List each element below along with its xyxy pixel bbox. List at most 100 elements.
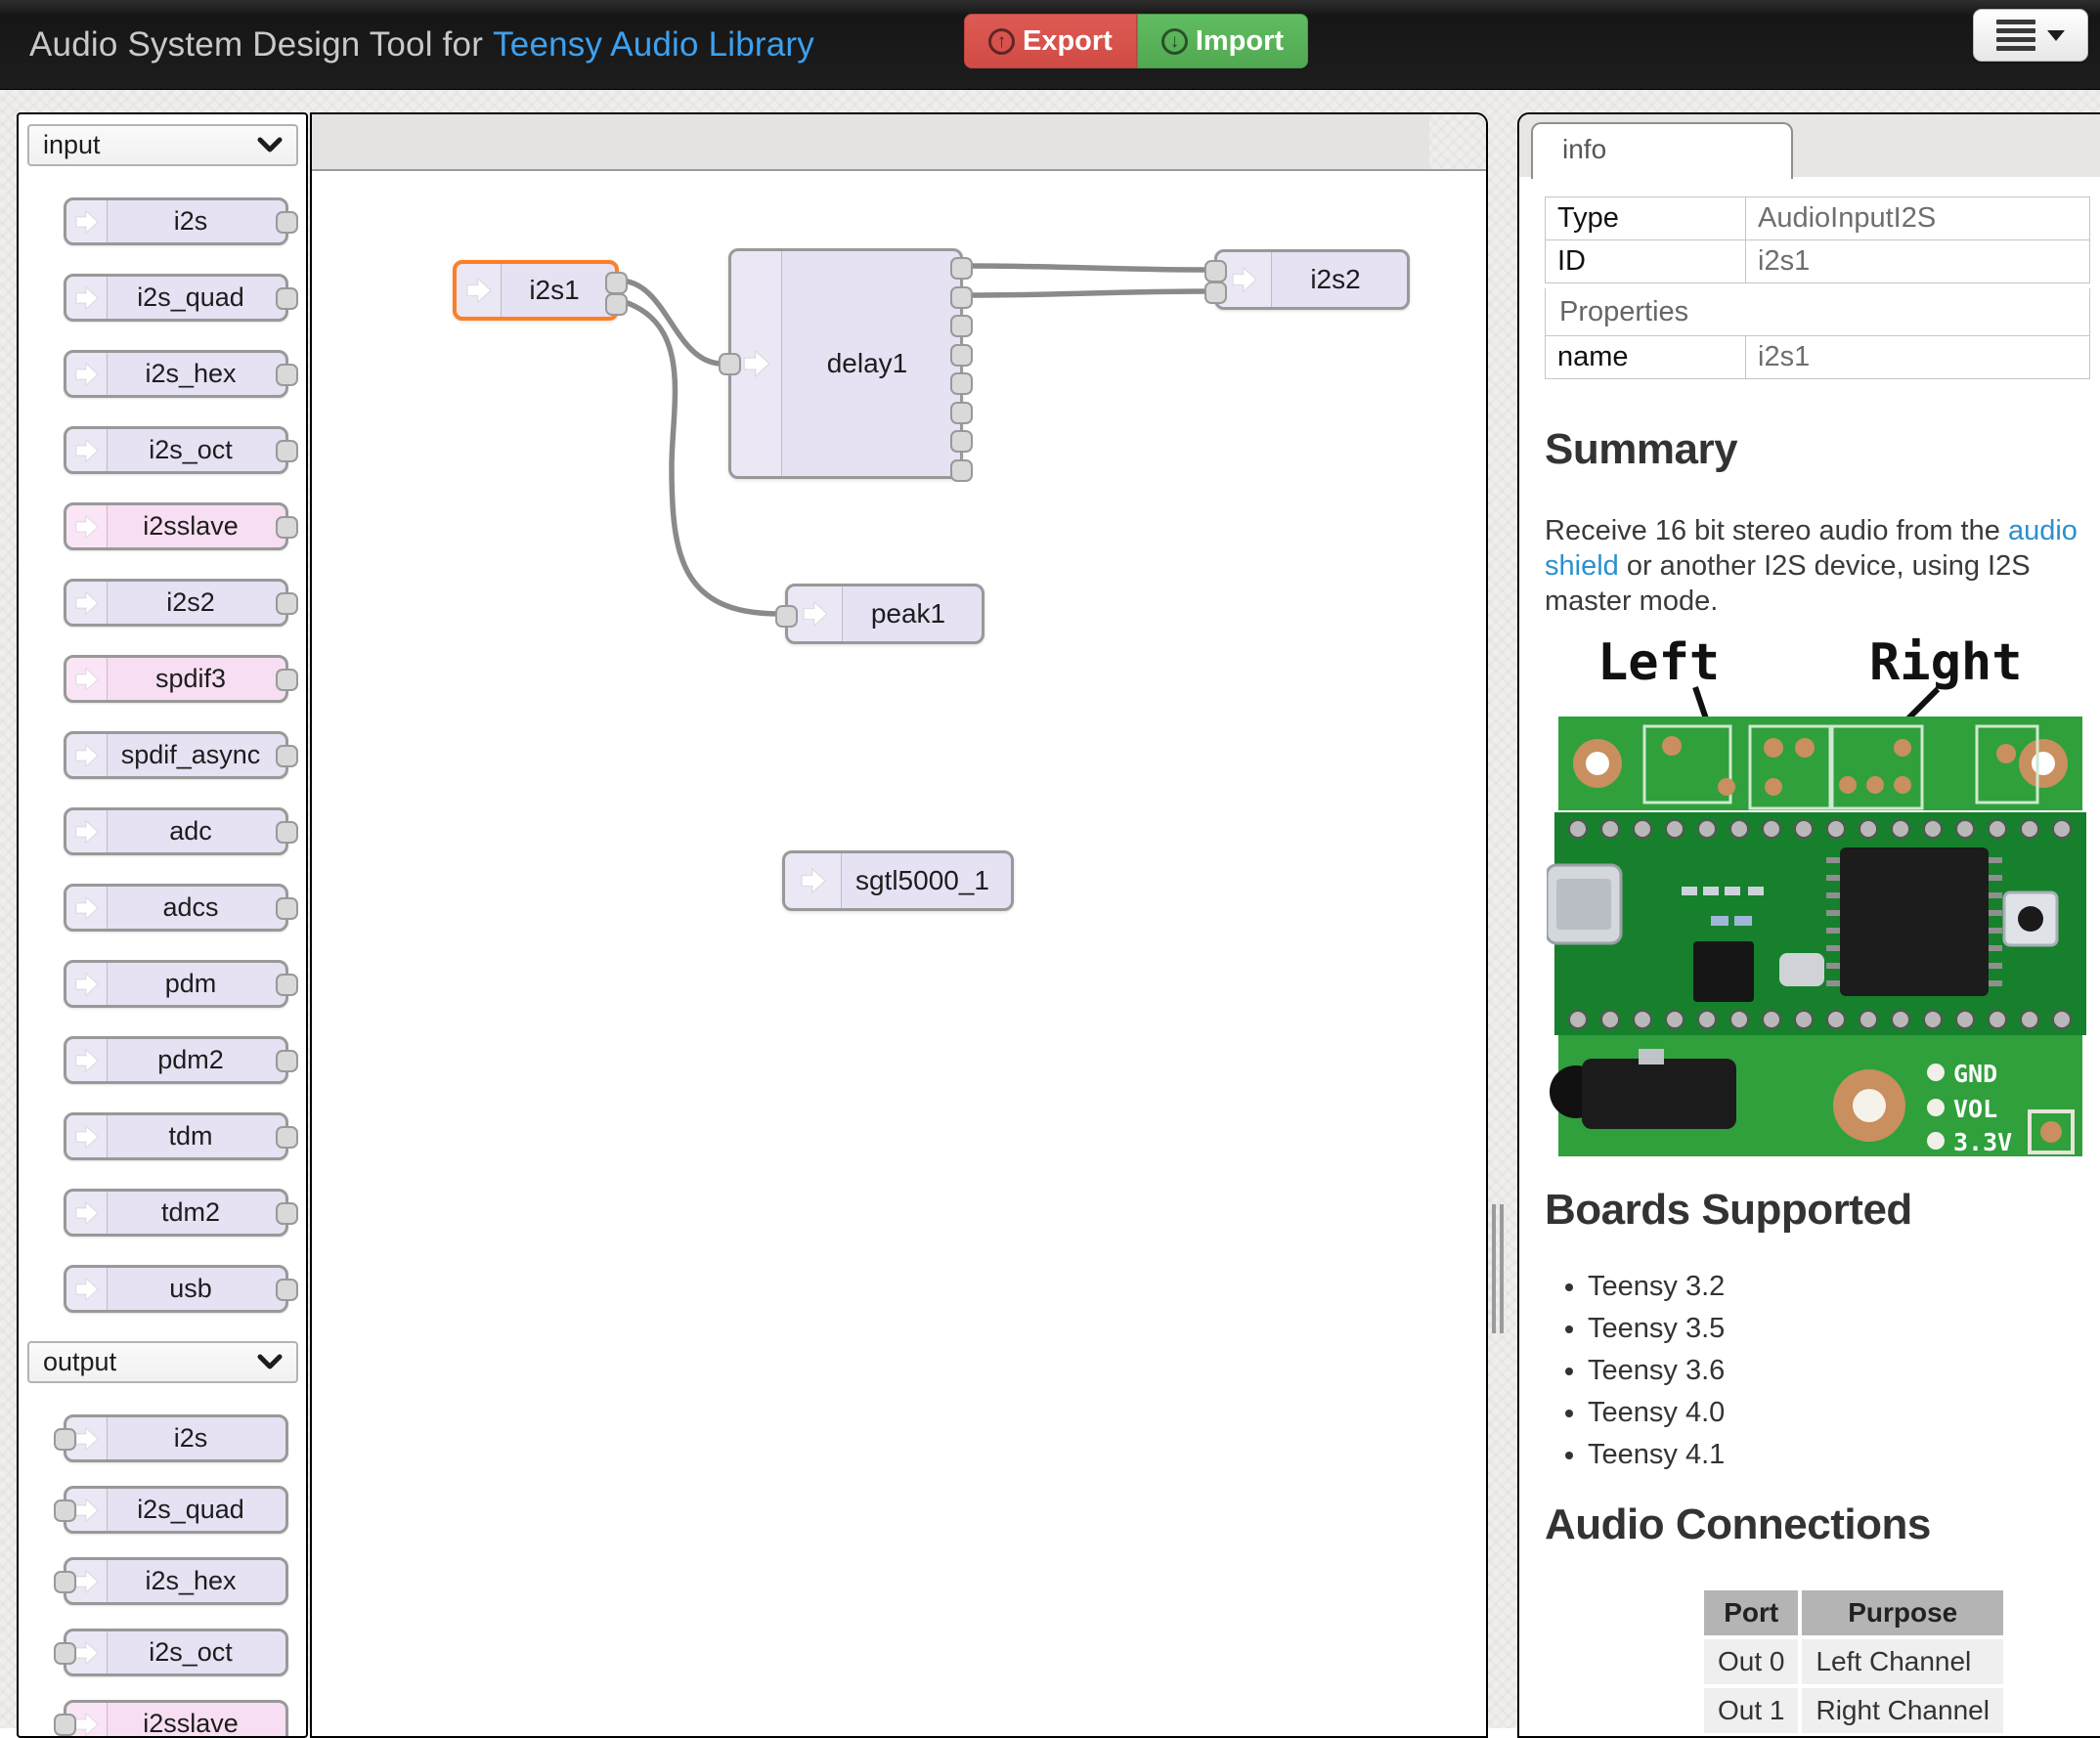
input-port-0[interactable] <box>719 353 741 375</box>
summary-heading: Summary <box>1545 425 1737 474</box>
node-arrow-icon <box>66 1115 108 1157</box>
workspace-tabstrip <box>312 114 1486 171</box>
palette-node[interactable]: spdif_async <box>64 731 288 779</box>
palette-node-label: i2s_quad <box>108 277 274 319</box>
board-gnd-label: GND <box>1953 1060 1997 1088</box>
boards-supported-heading: Boards Supported <box>1545 1186 1912 1235</box>
palette-category-output[interactable]: output <box>27 1341 298 1383</box>
input-port <box>54 1571 76 1593</box>
board-vol-label: VOL <box>1953 1095 1997 1123</box>
palette-node-label: pdm <box>108 963 274 1005</box>
tabstrip-notch <box>1429 114 1486 169</box>
table-row: Out 1 Right Channel <box>1704 1688 2003 1733</box>
palette-category-input[interactable]: input <box>27 124 298 166</box>
palette-node[interactable]: i2s_hex <box>64 350 288 398</box>
palette-node[interactable]: usb <box>64 1265 288 1313</box>
app-title: Audio System Design Tool for Teensy Audi… <box>29 0 814 90</box>
output-port-5[interactable] <box>950 402 973 424</box>
palette-node[interactable]: i2s <box>64 197 288 245</box>
output-port-1[interactable] <box>605 293 628 316</box>
output-port-3[interactable] <box>950 344 973 367</box>
output-port-2[interactable] <box>950 315 973 337</box>
output-port <box>276 440 298 462</box>
palette-node[interactable]: i2s_quad <box>64 1486 288 1534</box>
output-port <box>276 1202 298 1225</box>
output-port-0[interactable] <box>950 257 973 280</box>
output-port-1[interactable] <box>950 286 973 309</box>
palette-node[interactable]: i2s2 <box>64 579 288 627</box>
panel-resize-handle[interactable] <box>1492 1204 1506 1333</box>
app-header: Audio System Design Tool for Teensy Audi… <box>0 0 2100 90</box>
teensy-audio-library-link[interactable]: Teensy Audio Library <box>493 25 814 65</box>
output-port <box>276 287 298 310</box>
canvas-node-label: peak1 <box>843 587 974 641</box>
palette-node[interactable]: pdm2 <box>64 1036 288 1084</box>
import-button[interactable]: ↓ Import <box>1137 14 1308 68</box>
palette-node[interactable]: i2s <box>64 1414 288 1462</box>
column-header-port: Port <box>1704 1590 1798 1635</box>
menu-button[interactable] <box>1973 9 2088 62</box>
palette-node-label: i2s <box>108 200 274 242</box>
palette-node[interactable]: i2s_oct <box>64 1629 288 1676</box>
canvas-node-delay1[interactable]: delay1 <box>728 248 963 479</box>
export-button-label: Export <box>1023 25 1113 58</box>
output-port-4[interactable] <box>950 372 973 395</box>
palette-node[interactable]: i2s_quad <box>64 274 288 322</box>
workspace-area[interactable]: i2s1 delay1 peak1 <box>312 173 1486 1736</box>
node-arrow-icon <box>66 277 108 319</box>
palette-node[interactable]: adc <box>64 807 288 855</box>
input-port-1[interactable] <box>1204 282 1227 304</box>
wire-delay1-i2s2-right[interactable] <box>965 291 1209 295</box>
node-arrow-icon <box>457 264 502 317</box>
palette-node-label: i2s_hex <box>108 353 274 395</box>
canvas-node-i2s1[interactable]: i2s1 <box>453 260 619 321</box>
output-port <box>276 821 298 844</box>
palette-node-label: i2s_quad <box>108 1489 274 1531</box>
canvas-node-sgtl5000-1[interactable]: sgtl5000_1 <box>782 850 1014 911</box>
table-row: name i2s1 <box>1546 336 2090 379</box>
palette-node[interactable]: i2sslave <box>64 502 288 550</box>
node-arrow-icon <box>66 1268 108 1310</box>
output-port-6[interactable] <box>950 430 973 453</box>
export-button[interactable]: ↑ Export <box>964 14 1137 68</box>
palette-node[interactable]: i2sslave <box>64 1700 288 1738</box>
palette-node[interactable]: tdm2 <box>64 1189 288 1237</box>
palette-node[interactable]: i2s_hex <box>64 1557 288 1605</box>
palette-output-items: i2s i2s_quad i2s_hex i2s_oct <box>19 1383 306 1738</box>
palette-node[interactable]: adcs <box>64 884 288 932</box>
chevron-down-icon <box>257 137 283 153</box>
palette-node-label: tdm <box>108 1115 274 1157</box>
palette-node[interactable]: pdm <box>64 960 288 1008</box>
canvas-node-peak1[interactable]: peak1 <box>785 584 984 644</box>
output-port <box>276 974 298 996</box>
palette-node[interactable]: spdif3 <box>64 655 288 703</box>
palette-node-label: i2s_oct <box>108 1631 274 1673</box>
palette-node-label: adcs <box>108 887 274 929</box>
output-port <box>276 1279 298 1301</box>
tab-info[interactable]: info <box>1531 122 1793 179</box>
property-label: name <box>1546 336 1746 379</box>
input-port-0[interactable] <box>775 605 798 628</box>
workspace-canvas[interactable]: i2s1 delay1 peak1 <box>310 112 1488 1738</box>
input-port-0[interactable] <box>1204 260 1227 282</box>
node-arrow-icon <box>66 658 108 700</box>
list-item: Teensy 3.5 <box>1588 1308 1725 1350</box>
palette-node[interactable]: tdm <box>64 1112 288 1160</box>
info-value: i2s1 <box>1746 240 2090 283</box>
palette-node-label: i2s_oct <box>108 429 274 471</box>
info-label: ID <box>1546 240 1746 283</box>
input-port <box>54 1642 76 1665</box>
output-port-0[interactable] <box>605 272 628 294</box>
canvas-node-i2s2[interactable]: i2s2 <box>1214 249 1410 310</box>
wire-delay1-i2s2-left[interactable] <box>965 266 1209 270</box>
output-port-7[interactable] <box>950 459 973 482</box>
connections-rows: Out 0 Left Channel Out 1 Right Channel <box>1704 1639 2003 1733</box>
node-arrow-icon <box>66 887 108 929</box>
properties-caption: Properties <box>1545 288 2090 335</box>
import-button-label: Import <box>1196 25 1284 58</box>
node-arrow-icon <box>66 429 108 471</box>
palette-node[interactable]: i2s_oct <box>64 426 288 474</box>
arrow-down-circle-icon: ↓ <box>1161 28 1188 55</box>
board-left-label: Left <box>1597 633 1720 692</box>
palette-node-label: i2sslave <box>108 1703 274 1738</box>
